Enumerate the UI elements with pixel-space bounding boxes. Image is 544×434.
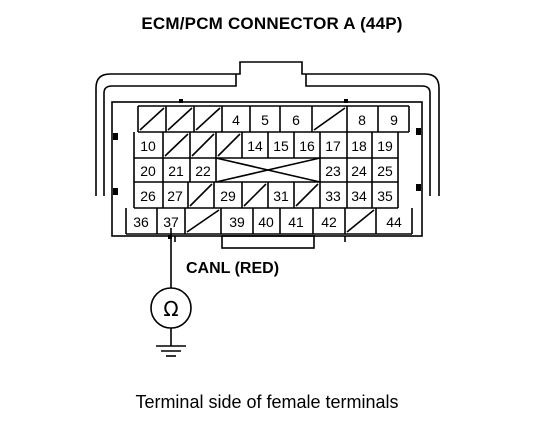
pin-20: 20 xyxy=(140,163,156,179)
connector-outer-housing xyxy=(95,61,440,196)
pin-26: 26 xyxy=(140,188,156,204)
pin-18: 18 xyxy=(351,138,367,154)
pin-10: 10 xyxy=(140,138,156,154)
pin-23: 23 xyxy=(325,163,341,179)
pin-6: 6 xyxy=(292,112,300,128)
pin-25: 25 xyxy=(377,163,393,179)
connector-inner-housing xyxy=(103,74,431,196)
pin-42: 42 xyxy=(321,214,337,230)
pin-27: 27 xyxy=(167,188,183,204)
pin-40: 40 xyxy=(258,214,274,230)
pin-31: 31 xyxy=(273,188,289,204)
pin-36: 36 xyxy=(133,214,149,230)
pin-17: 17 xyxy=(325,138,341,154)
pin-8: 8 xyxy=(358,112,366,128)
pin-9: 9 xyxy=(390,112,398,128)
pin-14: 14 xyxy=(247,138,263,154)
pin-37: 37 xyxy=(163,214,179,230)
probe-label: CANL (RED) xyxy=(186,260,280,277)
pin-21: 21 xyxy=(168,163,184,179)
pin-24: 24 xyxy=(351,163,367,179)
pin-15: 15 xyxy=(273,138,289,154)
pin-19: 19 xyxy=(377,138,393,154)
pin-5: 5 xyxy=(261,112,269,128)
pin-4: 4 xyxy=(232,112,240,128)
connector-key xyxy=(113,133,118,140)
pin-41: 41 xyxy=(288,214,304,230)
ohm-symbol: Ω xyxy=(163,297,178,321)
pin-35: 35 xyxy=(377,188,393,204)
pin-16: 16 xyxy=(299,138,315,154)
pin-44: 44 xyxy=(386,214,402,230)
pin-34: 34 xyxy=(351,188,367,204)
pin-33: 33 xyxy=(325,188,341,204)
pin-29: 29 xyxy=(220,188,236,204)
pin-22: 22 xyxy=(195,163,211,179)
diagram-caption: Terminal side of female terminals xyxy=(135,392,399,412)
diagram-title: ECM/PCM CONNECTOR A (44P) xyxy=(141,14,403,33)
pin-39: 39 xyxy=(229,214,245,230)
